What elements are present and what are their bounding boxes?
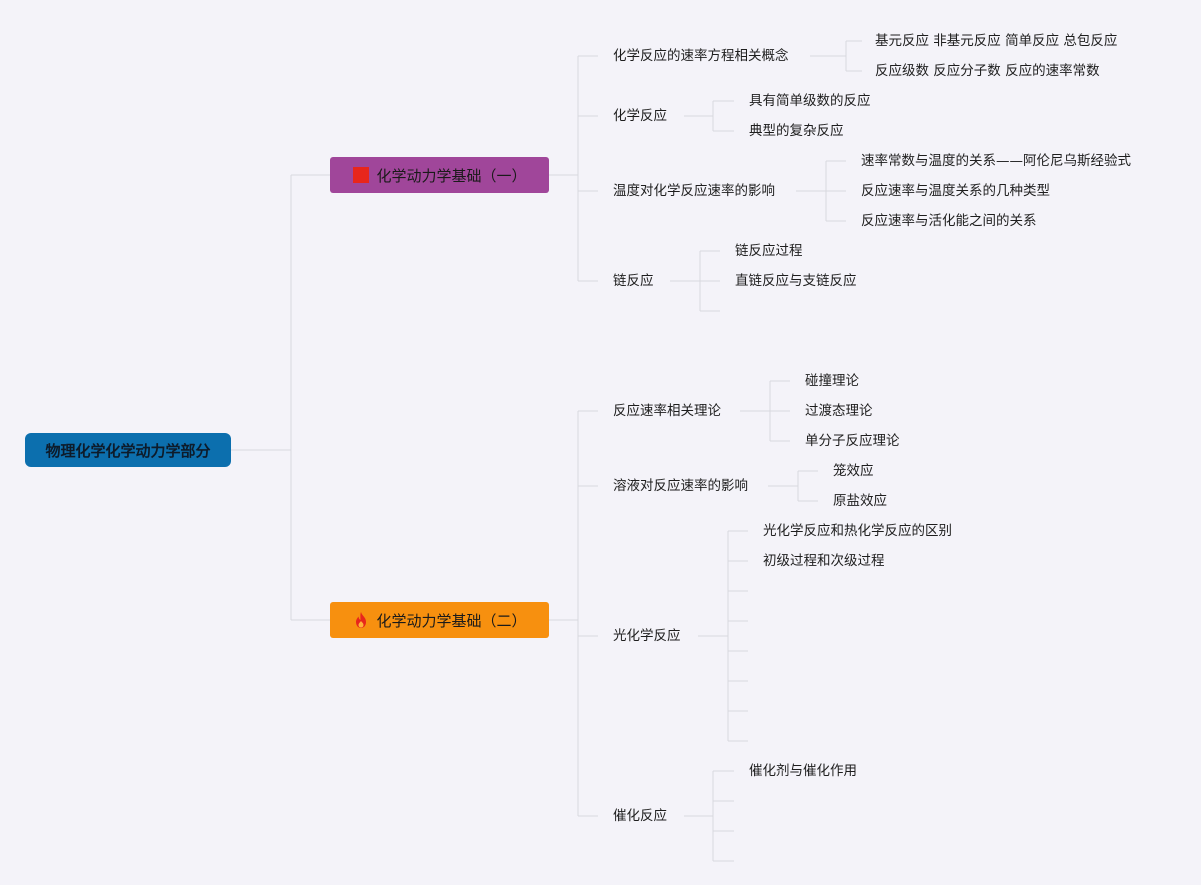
branch-node-label: 化学动力学基础（一）: [376, 166, 527, 185]
item-complex-reactions[interactable]: 典型的复杂反应: [749, 123, 844, 139]
item-temperature-types[interactable]: 反应速率与温度关系的几种类型: [861, 183, 1050, 199]
root-node-label: 物理化学化学动力学部分: [45, 441, 211, 460]
item-transition-state-theory[interactable]: 过渡态理论: [805, 403, 873, 419]
item-straight-branched-chain[interactable]: 直链反应与支链反应: [735, 273, 857, 289]
item-primary-secondary-process[interactable]: 初级过程和次级过程: [763, 553, 885, 569]
item-simple-order-reactions[interactable]: 具有简单级数的反应: [749, 93, 871, 109]
item-activation-energy[interactable]: 反应速率与活化能之间的关系: [861, 213, 1037, 229]
item-chain-process[interactable]: 链反应过程: [735, 243, 803, 259]
root-node[interactable]: 物理化学化学动力学部分: [25, 433, 231, 467]
item-cage-effect[interactable]: 笼效应: [833, 463, 874, 479]
topic-chain-reaction[interactable]: 链反应: [613, 273, 654, 289]
red-square-icon: [352, 166, 370, 184]
topic-catalysis[interactable]: 催化反应: [613, 808, 667, 824]
item-collision-theory[interactable]: 碰撞理论: [805, 373, 859, 389]
item-salt-effect[interactable]: 原盐效应: [833, 493, 887, 509]
topic-temperature-effect[interactable]: 温度对化学反应速率的影响: [613, 183, 775, 199]
item-arrhenius[interactable]: 速率常数与温度的关系——阿伦尼乌斯经验式: [861, 153, 1131, 169]
branch-node-kinetics-1[interactable]: 化学动力学基础（一）: [330, 157, 549, 193]
branch-node-kinetics-2[interactable]: 化学动力学基础（二）: [330, 602, 549, 638]
fire-icon: [352, 611, 370, 629]
topic-photochemistry[interactable]: 光化学反应: [613, 628, 681, 644]
topic-chemical-reaction[interactable]: 化学反应: [613, 108, 667, 124]
item-unimolecular-theory[interactable]: 单分子反应理论: [805, 433, 900, 449]
item-elementary-reactions[interactable]: 基元反应 非基元反应 简单反应 总包反应: [875, 33, 1118, 49]
topic-solution-effect[interactable]: 溶液对反应速率的影响: [613, 478, 748, 494]
branch-node-label: 化学动力学基础（二）: [376, 611, 527, 630]
item-catalyst[interactable]: 催化剂与催化作用: [749, 763, 857, 779]
item-reaction-order[interactable]: 反应级数 反应分子数 反应的速率常数: [875, 63, 1100, 79]
topic-rate-theories[interactable]: 反应速率相关理论: [613, 403, 721, 419]
item-photo-vs-thermal[interactable]: 光化学反应和热化学反应的区别: [763, 523, 952, 539]
topic-rate-equation[interactable]: 化学反应的速率方程相关概念: [613, 48, 789, 64]
